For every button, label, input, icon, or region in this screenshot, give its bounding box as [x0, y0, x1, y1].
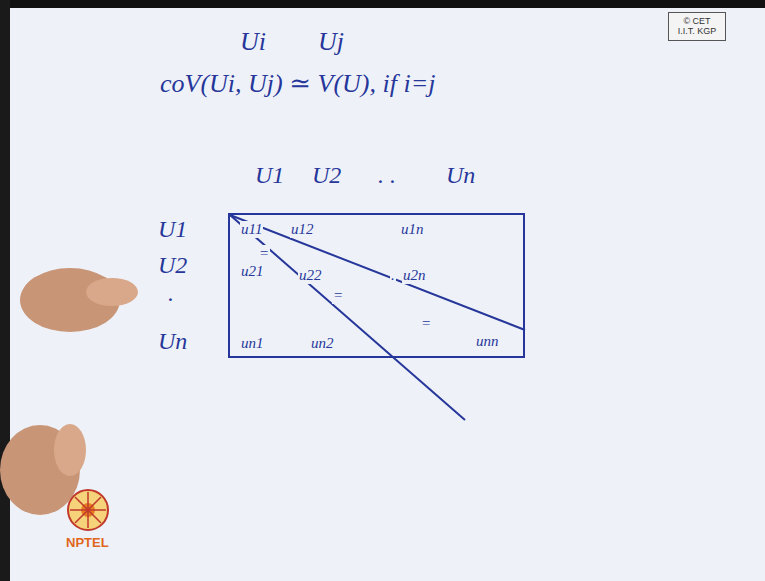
matrix-entry: un1	[240, 335, 265, 352]
handwritten-label: U1	[158, 216, 187, 242]
matrix-entry: unn	[475, 333, 500, 350]
matrix-entry: u2n	[402, 267, 427, 284]
matrix-entry: u22	[298, 267, 323, 284]
handwritten-label: Ui	[240, 28, 266, 57]
diagonal-line	[230, 215, 465, 420]
matrix-entry: u12	[290, 221, 315, 238]
handwritten-label: U1	[255, 162, 284, 188]
nptel-logo	[68, 490, 108, 530]
frame-bar	[0, 0, 765, 8]
watermark-text: © CET I.I.T. KGP	[674, 16, 720, 37]
matrix-entry: .	[390, 267, 396, 284]
watermark-box: © CET I.I.T. KGP	[668, 12, 726, 41]
logo-text: NPTEL	[66, 536, 109, 550]
matrix-entry: u11	[240, 221, 263, 238]
matrix-entry: u1n	[400, 221, 425, 238]
handwritten-label: U2	[158, 252, 187, 278]
matrix-entry: un2	[310, 335, 335, 352]
handwritten-label: Un	[158, 328, 187, 354]
matrix-entry: =	[258, 245, 270, 262]
handwritten-label: Un	[446, 162, 475, 188]
handwritten-label: U2	[312, 162, 341, 188]
matrix-box: u11u12u1n=u21u22=.u2n=un1un2unn	[228, 213, 525, 358]
pointing-hand	[20, 268, 138, 332]
matrix-entry: =	[420, 315, 432, 332]
handwritten-label: Uj	[318, 28, 344, 57]
diagonal-line	[230, 215, 525, 330]
matrix-entry: u21	[240, 263, 265, 280]
handwritten-label: .	[168, 280, 174, 306]
handwritten-label: coV(Ui, Uj) ≃ V(U), if i=j	[160, 70, 435, 99]
handwritten-label: . .	[378, 162, 396, 188]
matrix-entry: =	[332, 287, 344, 304]
